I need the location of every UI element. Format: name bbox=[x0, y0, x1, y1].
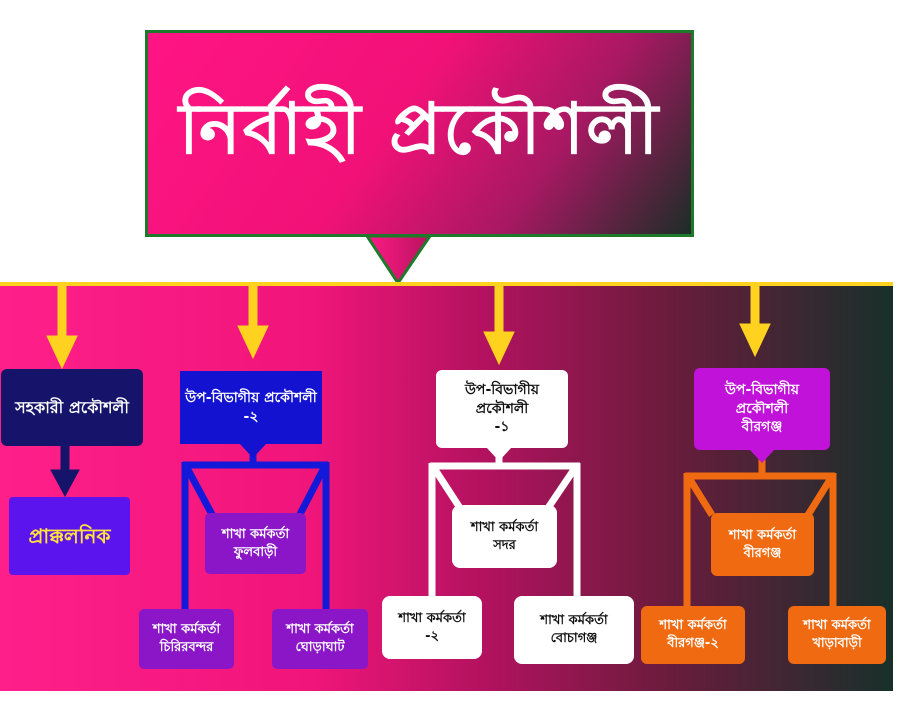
branch-fulbari-box: শাখা কর্মকর্তা ফুলবাড়ী bbox=[205, 513, 306, 574]
sub-division-2-title: উপ-বিভাগীয় প্রকৌশলী bbox=[185, 389, 317, 406]
sub-division-birganj-subtitle: বীরগঞ্জ bbox=[741, 419, 783, 436]
arrow-to-sub2 bbox=[237, 284, 269, 360]
branch-sadar-place: সদর bbox=[493, 537, 516, 553]
branch-chirirbandar-place: চিরিরবন্দর bbox=[159, 640, 214, 655]
title-box: নির্বাহী প্রকৌশলী bbox=[145, 30, 694, 237]
sub1-pointer bbox=[486, 447, 512, 461]
sub-division-1-subtitle: -১ bbox=[494, 419, 510, 436]
branch-kaharol-box: শাখা কর্মকর্তা খাড়াবাড়ী bbox=[788, 606, 886, 664]
sub2-pointer bbox=[240, 444, 266, 458]
sub-division-1-title: উপ-বিভাগীয় প্রকৌশলী bbox=[465, 381, 539, 417]
estimator-box: প্রাক্কলনিক bbox=[9, 497, 130, 575]
branch-birganj-box: শাখা কর্মকর্তা বীরগঞ্জ bbox=[711, 513, 814, 576]
branch-chirirbandar-box: শাখা কর্মকর্তা চিরিরবন্দর bbox=[139, 609, 234, 669]
sub1-branch-connector bbox=[428, 448, 581, 600]
branch-sadar-box: শাখা কর্মকর্তা সদর bbox=[452, 505, 557, 568]
branch-minus2-place: -২ bbox=[425, 628, 439, 644]
branch-kaharol-place: খাড়াবাড়ী bbox=[812, 636, 862, 651]
title-text: নির্বাহী প্রকৌশলী bbox=[178, 88, 661, 170]
arrow-to-assistant bbox=[46, 284, 78, 370]
branch-minus2-box: শাখা কর্মকর্তা -২ bbox=[382, 596, 482, 659]
sub-division-birganj-title: উপ-বিভাগীয় প্রকৌশলী bbox=[725, 381, 799, 417]
branch-ghoraghat-place: ঘোড়াঘাট bbox=[295, 640, 345, 655]
arrow-to-subB bbox=[739, 284, 771, 358]
sub-division-birganj-box: উপ-বিভাগীয় প্রকৌশলী বীরগঞ্জ bbox=[694, 368, 830, 450]
branch-birganj2-box: শাখা কর্মকর্তা বীরগঞ্জ-২ bbox=[641, 606, 745, 664]
sub-division-2-box: উপ-বিভাগীয় প্রকৌশলী -২ bbox=[180, 371, 322, 444]
branch-bochaganj-box: শাখা কর্মকর্তা বোচাগঞ্জ bbox=[514, 596, 634, 664]
branch-ghoraghat-box: শাখা কর্মকর্তা ঘোড়াঘাট bbox=[272, 609, 368, 669]
arrow-assistant-to-estimator bbox=[50, 445, 80, 498]
branch-birganj2-title: শাখা কর্মকর্তা bbox=[659, 618, 727, 634]
branch-chirirbandar-title: শাখা কর্মকর্তা bbox=[152, 622, 221, 638]
branch-minus2-title: শাখা কর্মকর্তা bbox=[398, 610, 466, 626]
branch-birganj-title: শাখা কর্মকর্তা bbox=[728, 527, 797, 543]
assistant-engineer-box: সহকারী প্রকৌশলী bbox=[1, 369, 143, 446]
sub-division-2-subtitle: -২ bbox=[243, 408, 259, 425]
branch-sadar-title: শাখা কর্মকর্তা bbox=[470, 519, 539, 535]
branch-bochaganj-title: শাখা কর্মকর্তা bbox=[540, 613, 608, 629]
estimator-label: প্রাক্কলনিক bbox=[28, 523, 111, 548]
branch-ghoraghat-title: শাখা কর্মকর্তা bbox=[286, 622, 354, 638]
subB-pointer bbox=[749, 449, 775, 463]
branch-kaharol-title: শাখা কর্মকর্তা bbox=[803, 618, 871, 634]
branch-bochaganj-place: বোচাগঞ্জ bbox=[550, 631, 598, 646]
branch-fulbari-place: ফুলবাড়ী bbox=[233, 544, 278, 560]
branch-birganj2-place: বীরগঞ্জ-২ bbox=[667, 636, 719, 651]
sub-division-1-box: উপ-বিভাগীয় প্রকৌশলী -১ bbox=[436, 370, 568, 448]
branch-birganj-place: বীরগঞ্জ bbox=[743, 545, 782, 561]
title-pointer-triangle bbox=[364, 234, 433, 286]
assistant-engineer-label: সহকারী প্রকৌশলী bbox=[15, 397, 129, 417]
branch-fulbari-title: শাখা কর্মকর্তা bbox=[221, 526, 290, 542]
arrow-to-sub1 bbox=[483, 284, 515, 366]
